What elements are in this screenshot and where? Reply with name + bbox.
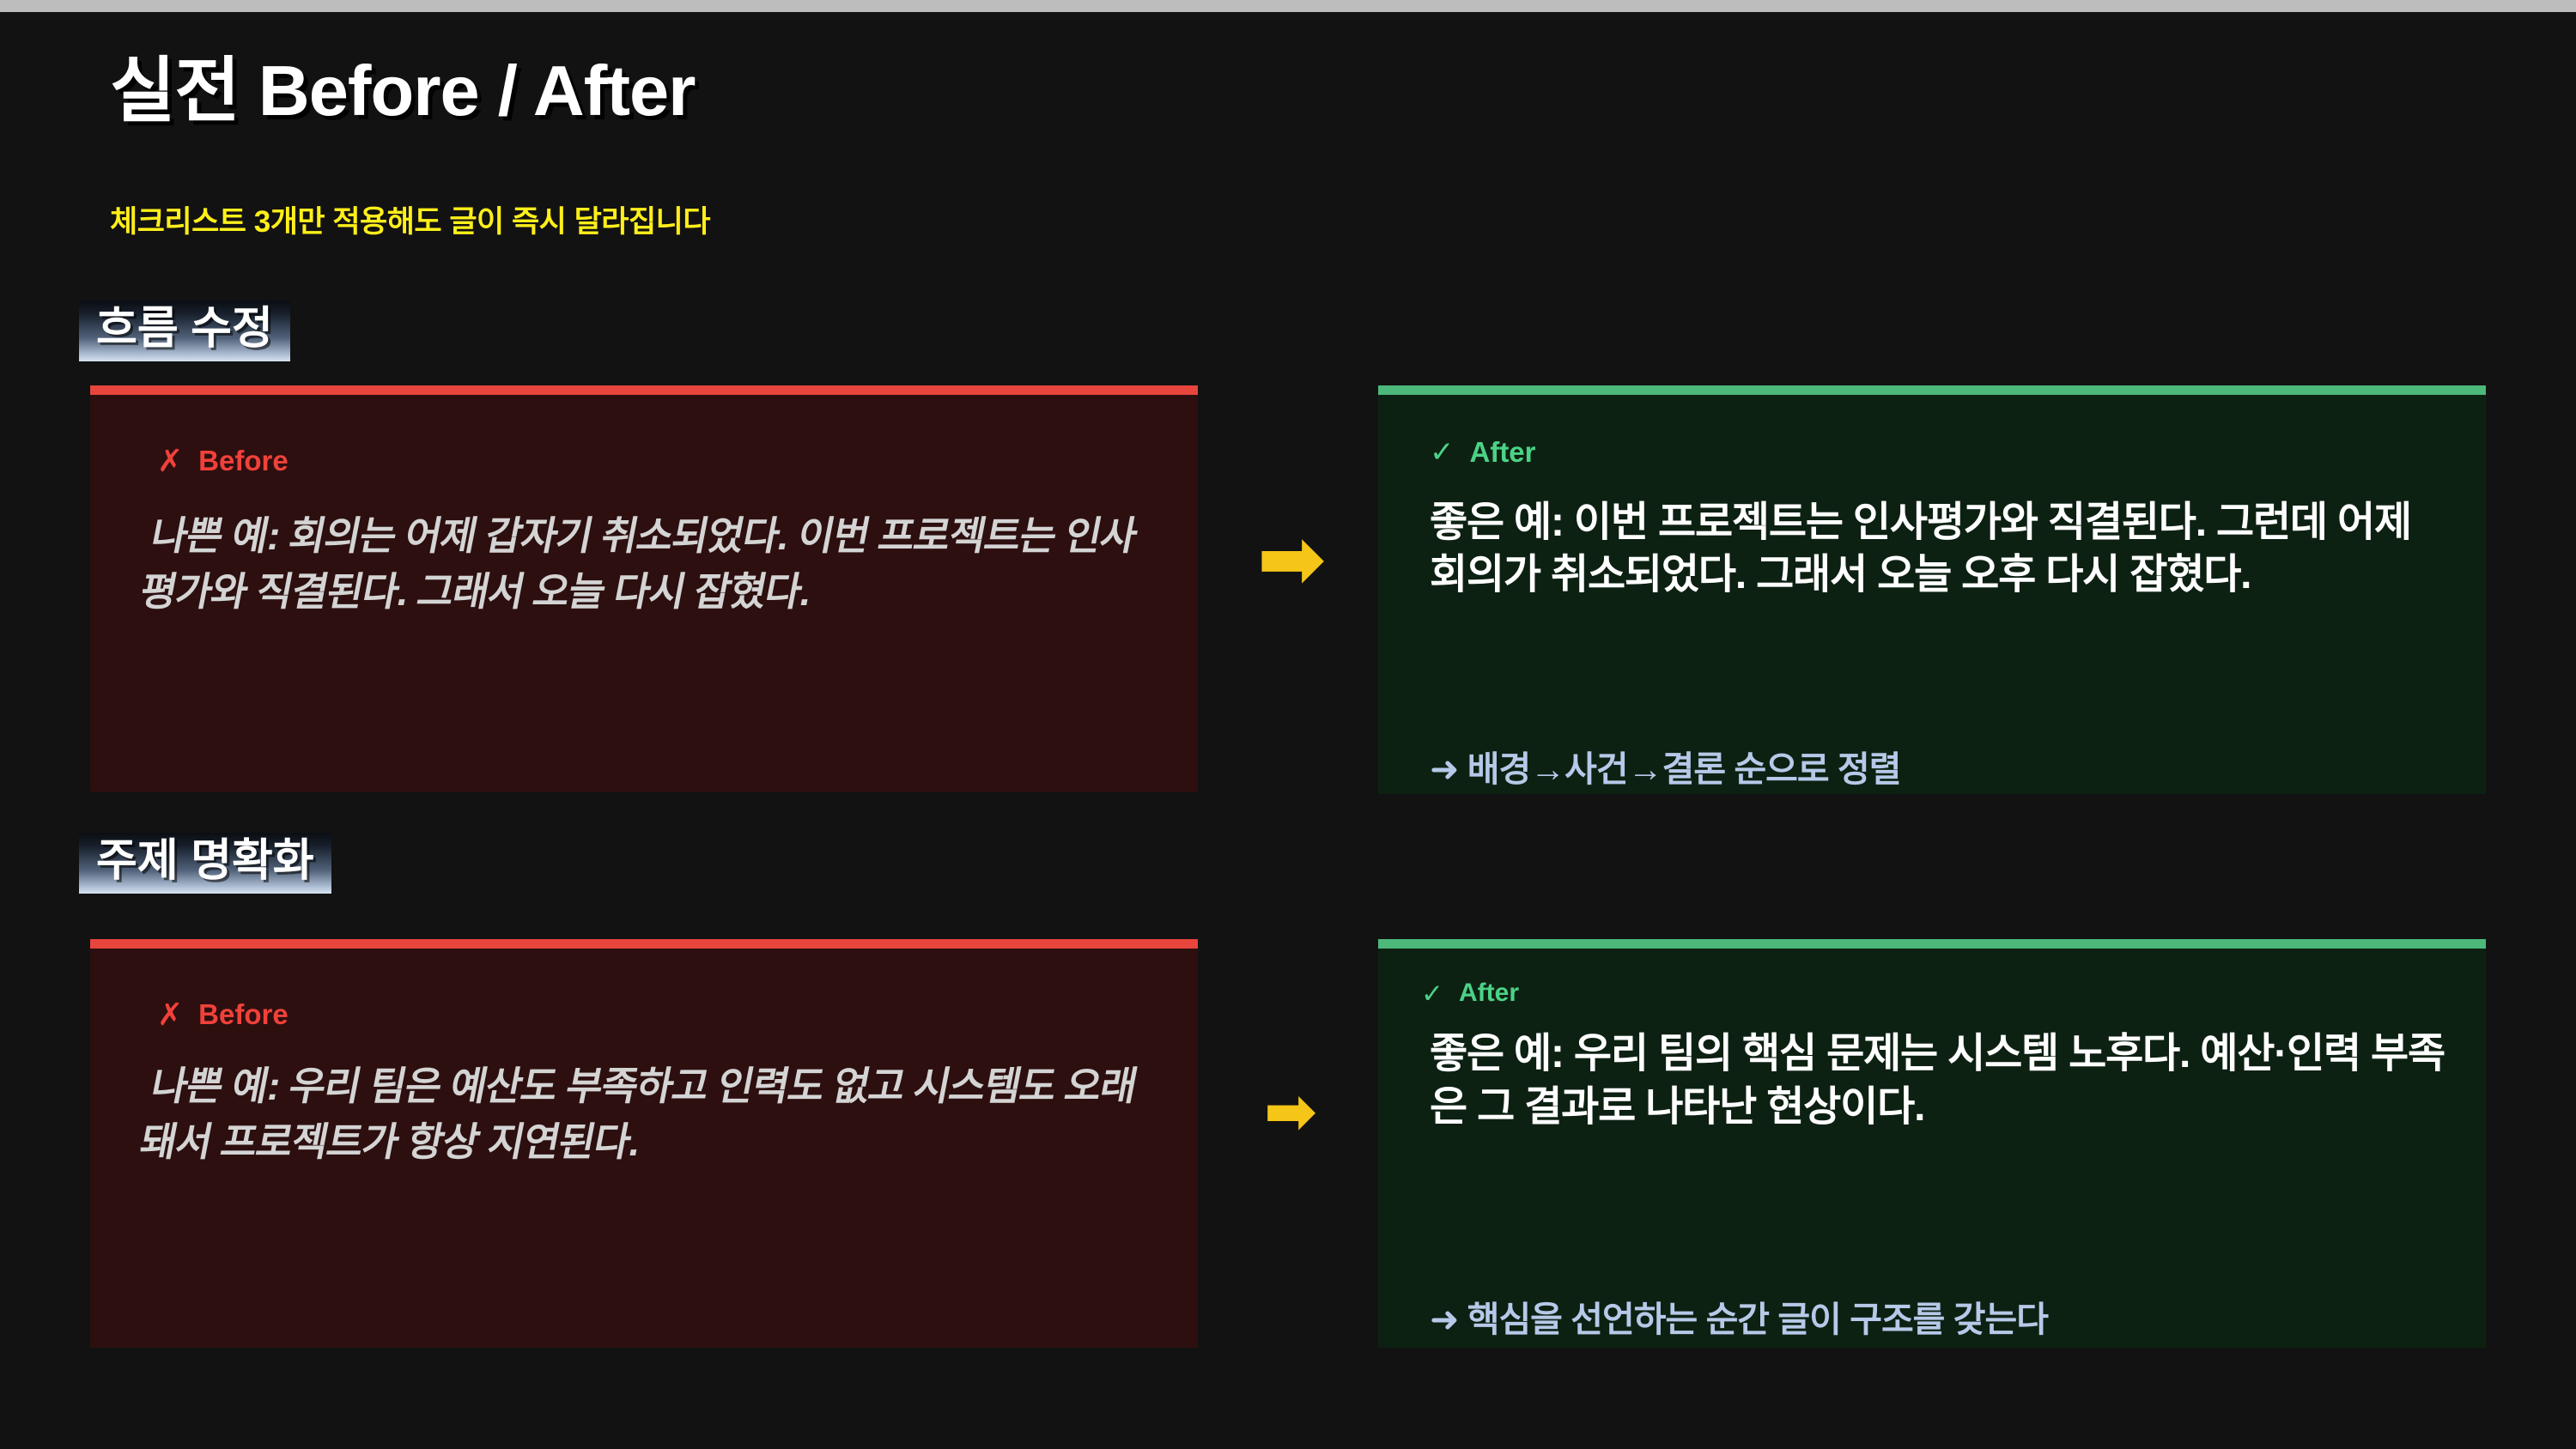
- after-label-text: After: [1469, 436, 1536, 468]
- check-icon: ✓: [1421, 978, 1443, 1009]
- flow-arrow-icon-2: ➡: [1264, 1076, 1318, 1147]
- before-card-2: ✗ Before 나쁜 예: 우리 팀은 예산도 부족하고 인력도 없고 시스템…: [90, 939, 1198, 1348]
- before-label-text: Before: [198, 445, 289, 476]
- after-body-text-1: 좋은 예: 이번 프로젝트는 인사평가와 직결된다. 그런데 어제 회의가 취소…: [1430, 500, 2412, 598]
- after-accent-bar-1: [1378, 385, 2486, 395]
- after-label-2: ✓ After: [1421, 979, 1519, 1008]
- before-label-2: ✗ Before: [157, 998, 289, 1031]
- window-top-bar: [0, 0, 2576, 12]
- cross-icon: ✗: [157, 443, 184, 478]
- after-label-1: ✓ After: [1430, 436, 1536, 469]
- after-card-body-2: ✓ After 좋은 예: 우리 팀의 핵심 문제는 시스템 노후다. 예산·인…: [1378, 949, 2486, 1348]
- after-accent-bar-2: [1378, 939, 2486, 949]
- page-subtitle: 체크리스트 3개만 적용해도 글이 즉시 달라집니다: [110, 205, 711, 239]
- after-body-text-2: 좋은 예: 우리 팀의 핵심 문제는 시스템 노후다. 예산·인력 부족은 그 …: [1430, 1031, 2445, 1131]
- before-accent-bar-1: [90, 385, 1198, 395]
- after-label-text: After: [1458, 979, 1519, 1007]
- before-card-1: ✗ Before 나쁜 예: 회의는 어제 갑자기 취소되었다. 이번 프로젝트…: [90, 385, 1198, 792]
- before-accent-bar-2: [90, 939, 1198, 949]
- cross-icon: ✗: [157, 997, 184, 1032]
- before-card-body-1: ✗ Before 나쁜 예: 회의는 어제 갑자기 취소되었다. 이번 프로젝트…: [90, 395, 1198, 792]
- section-badge-2: 주제 명확화: [79, 833, 331, 894]
- after-card-body-1: ✓ After 좋은 예: 이번 프로젝트는 인사평가와 직결된다. 그런데 어…: [1378, 395, 2486, 794]
- check-icon: ✓: [1430, 436, 1455, 469]
- after-note-1: ➜ 배경→사건→결론 순으로 정렬: [1430, 749, 1901, 789]
- flow-arrow-icon-1: ➡: [1257, 513, 1327, 605]
- before-label-1: ✗ Before: [157, 445, 289, 477]
- after-card-2: ✓ After 좋은 예: 우리 팀의 핵심 문제는 시스템 노후다. 예산·인…: [1378, 939, 2486, 1348]
- before-body-text-2: 나쁜 예: 우리 팀은 예산도 부족하고 인력도 없고 시스템도 오래돼서 프로…: [137, 1064, 1141, 1165]
- page-title: 실전 Before / After: [110, 51, 696, 130]
- after-card-1: ✓ After 좋은 예: 이번 프로젝트는 인사평가와 직결된다. 그런데 어…: [1378, 385, 2486, 794]
- before-label-text: Before: [198, 998, 289, 1030]
- after-note-2: ➜ 핵심을 선언하는 순간 글이 구조를 갖는다: [1430, 1300, 2049, 1339]
- before-body-text-1: 나쁜 예: 회의는 어제 갑자기 취소되었다. 이번 프로젝트는 인사평가와 직…: [137, 513, 1141, 615]
- before-card-body-2: ✗ Before 나쁜 예: 우리 팀은 예산도 부족하고 인력도 없고 시스템…: [90, 949, 1198, 1348]
- section-badge-1: 흐름 수정: [79, 300, 290, 362]
